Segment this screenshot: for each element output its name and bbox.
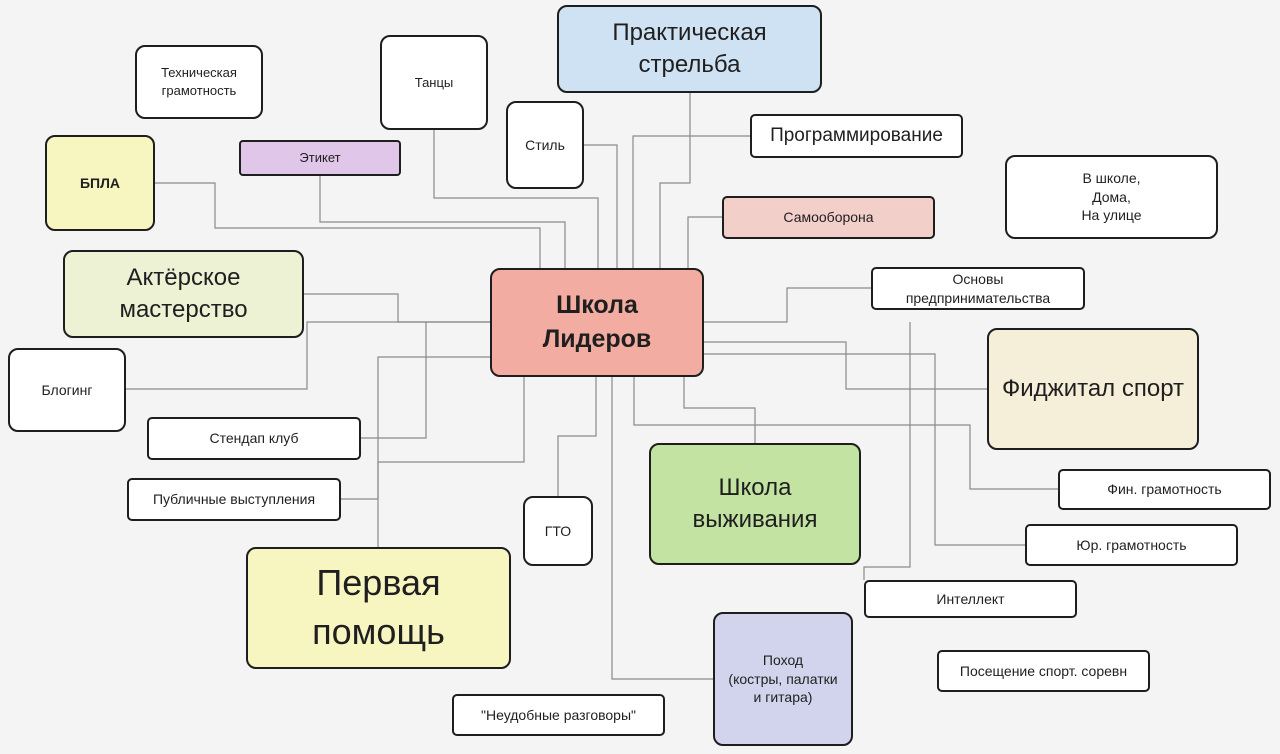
node-self-defense[interactable]: Самооборона [722,196,935,239]
connector-etiquette [319,176,566,268]
node-style[interactable]: Стиль [506,101,584,189]
node-hike[interactable]: Поход (костры, палатки и гитара) [713,612,853,746]
connector-first-aid [377,377,525,547]
node-phygital-sport[interactable]: Фиджитал спорт [987,328,1199,450]
node-home-school-street[interactable]: В школе, Дома, На улице [1005,155,1218,239]
node-intellect[interactable]: Интеллект [864,580,1077,618]
node-legal-literacy[interactable]: Юр. грамотность [1025,524,1238,566]
connector-bpla [155,182,541,268]
connector-style [584,144,618,268]
node-programming[interactable]: Программирование [750,114,963,158]
connector-fin-literacy [633,377,1058,490]
node-uncomfortable-talks[interactable]: "Неудобные разговоры" [452,694,665,736]
node-bpla[interactable]: БПЛА [45,135,155,231]
connector-practical-shooting [659,93,691,268]
node-business-basics[interactable]: Основы предпринимательства [871,267,1085,310]
connector-survival [683,377,756,443]
node-acting[interactable]: Актёрское мастерство [63,250,304,338]
connector-acting [304,293,491,323]
node-public-speaking[interactable]: Публичные выступления [127,478,341,521]
node-standup-club[interactable]: Стендап клуб [147,417,361,460]
node-dances[interactable]: Танцы [380,35,488,130]
connector-gto [557,377,597,496]
node-gto[interactable]: ГТО [523,496,593,566]
center-node-leaders-school[interactable]: Школа Лидеров [490,268,704,377]
connector-blogging [126,321,491,390]
connector-standup [361,322,427,439]
node-practical-shooting[interactable]: Практическая стрельба [557,5,822,93]
connector-dances [433,130,599,268]
connector-legal-literacy [704,353,1025,546]
node-first-aid[interactable]: Первая помощь [246,547,511,669]
connector-self-defense [687,216,722,268]
connector-phygital [704,341,987,390]
node-tech-literacy[interactable]: Техническая грамотность [135,45,263,119]
connector-programming [632,135,750,268]
connector-business-basics [704,287,871,323]
node-fin-literacy[interactable]: Фин. грамотность [1058,469,1271,510]
connector-public-speaking [341,356,491,500]
connector-intellect [863,322,911,580]
node-sport-events[interactable]: Посещение спорт. соревн [937,650,1150,692]
node-survival-school[interactable]: Школа выживания [649,443,861,565]
node-blogging[interactable]: Блогинг [8,348,126,432]
node-etiquette[interactable]: Этикет [239,140,401,176]
connector-hike [611,377,713,680]
